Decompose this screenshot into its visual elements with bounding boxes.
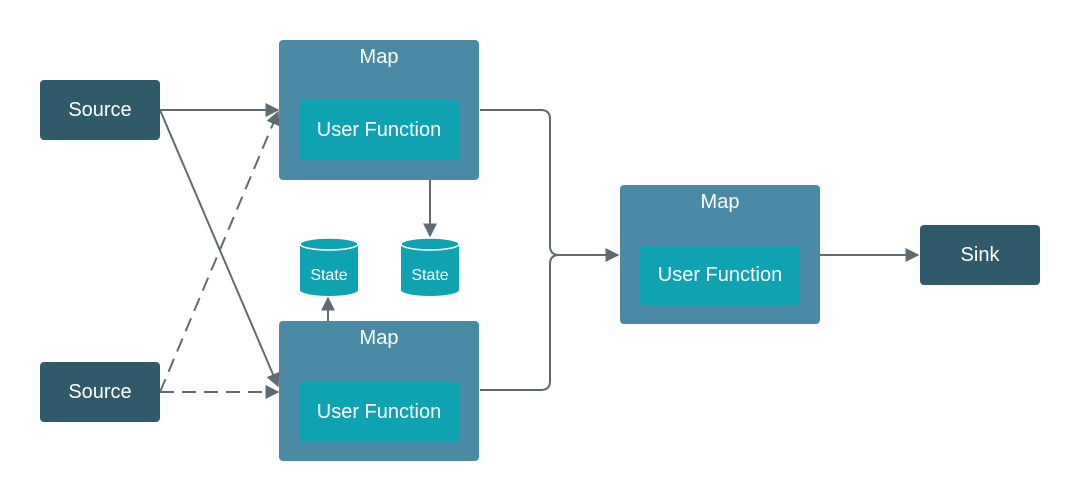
edge-map-top-to-map-right — [480, 109, 620, 262]
sink-label: Sink — [960, 243, 1000, 266]
edge-source-bottom-to-map-top-dashed — [159, 110, 280, 393]
source-node-top: Source — [40, 80, 160, 140]
state-left-label: State — [310, 267, 347, 284]
map-operator-right: Map User Function — [620, 185, 820, 324]
sink-node: Sink — [920, 225, 1040, 285]
source-top-label: Source — [68, 98, 132, 121]
map-right-title: Map — [700, 191, 740, 213]
source-node-bottom: Source — [40, 362, 160, 422]
user-function-right: User Function — [640, 245, 800, 305]
user-function-top: User Function — [299, 100, 459, 160]
state-store-right: State — [400, 237, 460, 296]
map-bottom-title: Map — [359, 327, 399, 349]
user-function-bottom: User Function — [299, 382, 459, 442]
user-function-bottom-label: User Function — [316, 400, 442, 423]
map-top-title: Map — [359, 46, 399, 68]
edge-source-top-to-map-bottom — [159, 109, 280, 388]
map-operator-bottom: Map User Function — [279, 321, 479, 461]
map-operator-top: Map User Function — [279, 40, 479, 180]
edge-map-bottom-to-map-right — [480, 254, 560, 391]
user-function-top-label: User Function — [316, 118, 442, 141]
user-function-right-label: User Function — [657, 263, 783, 286]
state-store-left: State — [299, 237, 359, 296]
source-bottom-label: Source — [68, 380, 132, 403]
state-right-label: State — [411, 267, 448, 284]
